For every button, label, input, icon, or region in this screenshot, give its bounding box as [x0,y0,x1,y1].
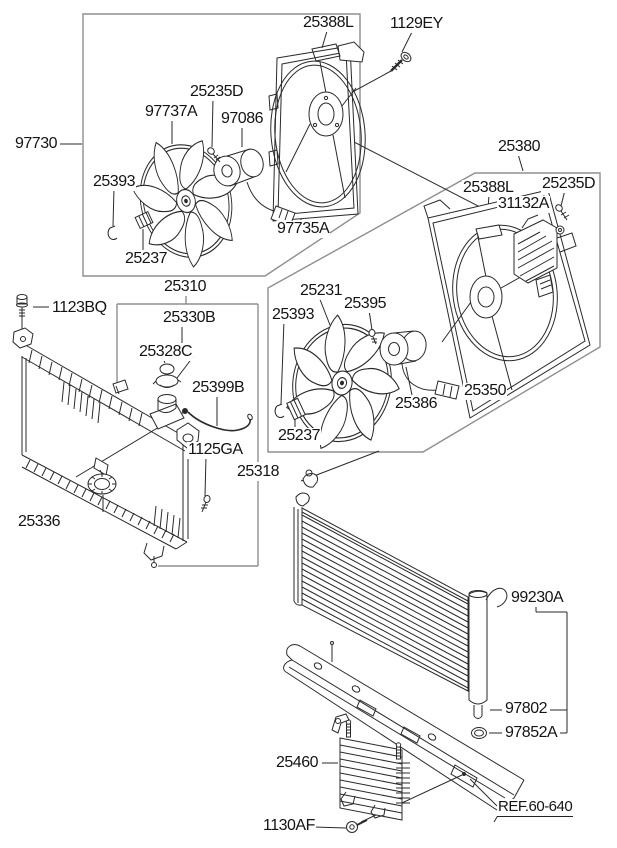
part-label-25460[interactable]: 25460 [275,754,319,772]
screw-25395 [368,329,377,345]
part-label-31132a[interactable]: 31132A [497,195,550,213]
screw-25235d-2 [555,204,570,221]
radiator-drawing [12,294,253,568]
part-label-25380[interactable]: 25380 [497,138,541,156]
part-label-25399b[interactable]: 25399B [191,379,246,397]
part-label-25386[interactable]: 25386 [394,395,438,413]
o-ring-97852a [471,727,487,739]
part-label-25235d-1[interactable]: 25235D [189,83,245,101]
part-label-1129ey[interactable]: 1129EY [389,15,444,33]
fan-shroud-97735a [268,41,366,222]
bolt-1125ga [201,495,211,513]
part-label-25388l-2[interactable]: 25388L [462,179,515,197]
cooler-ribbed-end [396,762,410,804]
part-label-25330b[interactable]: 25330B [162,309,217,327]
part-label-25393-2[interactable]: 25393 [271,306,315,324]
part-label-1123bq[interactable]: 1123BQ [51,299,108,317]
fan-motor-97086 [213,148,296,227]
wire-connector [434,380,460,400]
radiator-upper-mount [12,327,34,349]
condenser-upper-bracket [295,469,319,507]
leader-lines [21,30,568,829]
part-label-97730[interactable]: 97730 [14,135,58,153]
condenser-fan-blade-25231 [286,314,400,449]
part-label-25237-2[interactable]: 25237 [277,427,321,445]
part-label-25350[interactable]: 25350 [463,382,507,400]
radiator-cap-25330b [152,363,182,388]
bolt-1123bq [16,294,28,318]
radiator-right-bracket [176,422,200,449]
pad-25237-2 [286,397,306,421]
part-label-1130af[interactable]: 1130AF [262,817,316,835]
condenser-drawing [293,469,508,739]
part-label-25237-1[interactable]: 25237 [124,250,168,268]
tank-clip [112,379,129,395]
small-parts-box1 [107,43,412,241]
assembly-group-boxes [82,13,601,567]
bracket-25310-group [116,292,259,567]
clip-25393-2 [274,403,285,419]
part-label-25318[interactable]: 25318 [236,463,280,481]
pad-25237-1 [134,210,154,230]
part-label-25235d-2[interactable]: 25235D [541,175,597,193]
sticker-25388l-2 [475,224,503,240]
front-crossmember [283,641,525,823]
part-label-1125ga[interactable]: 1125GA [187,441,244,459]
assembly-box-97730 [82,13,361,277]
part-label-25388l-1[interactable]: 25388L [302,14,355,32]
drier-bracket [485,587,508,608]
part-label-97852a[interactable]: 97852A [504,724,559,742]
shroud-corner-bracket [423,199,451,219]
drier-outlet-tube [473,705,483,719]
part-label-97735a[interactable]: 97735A [276,220,331,238]
oil-cooler-25460 [331,713,410,833]
fan-motor-25386 [379,330,460,400]
small-parts-box2 [274,204,570,421]
receiver-drier-97802 [468,587,508,719]
part-label-97737a[interactable]: 97737A [144,103,199,121]
cooler-stud-right [395,742,402,760]
radiator-lower-bracket [143,542,165,561]
motor-wire [246,181,278,213]
motor-wire [401,363,439,391]
reference-label-60-640[interactable]: REF.60-640 [497,798,574,817]
cooler-feet [340,791,386,819]
condenser-side-pipe [293,507,303,606]
fan-resistor-31132a [513,214,577,298]
sticker-25388l-1 [311,43,341,62]
shroud-mount-bracket [337,41,365,63]
bolt-1129ey [390,51,412,72]
part-label-97086[interactable]: 97086 [220,110,264,128]
part-label-25336[interactable]: 25336 [17,513,61,531]
part-label-25231[interactable]: 25231 [299,282,343,300]
screw-25235d-1 [207,147,221,163]
radiator-fan-blade-97737a [131,140,237,268]
part-label-25310[interactable]: 25310 [163,278,207,296]
assembly-box-25380 [267,172,601,453]
part-label-99230a[interactable]: 99230A [510,589,565,607]
bolt-1130af [346,819,368,833]
cooler-stud-left [345,719,352,738]
part-label-25395[interactable]: 25395 [343,295,387,313]
clip-25393-1 [107,225,118,241]
drain-plug-25336 [87,457,117,495]
part-label-25393-1[interactable]: 25393 [92,173,136,191]
radiator-filler-neck [149,394,188,430]
part-label-97802[interactable]: 97802 [504,700,548,718]
overflow-hose-25399b [187,411,251,432]
part-label-25328c[interactable]: 25328C [138,343,194,361]
